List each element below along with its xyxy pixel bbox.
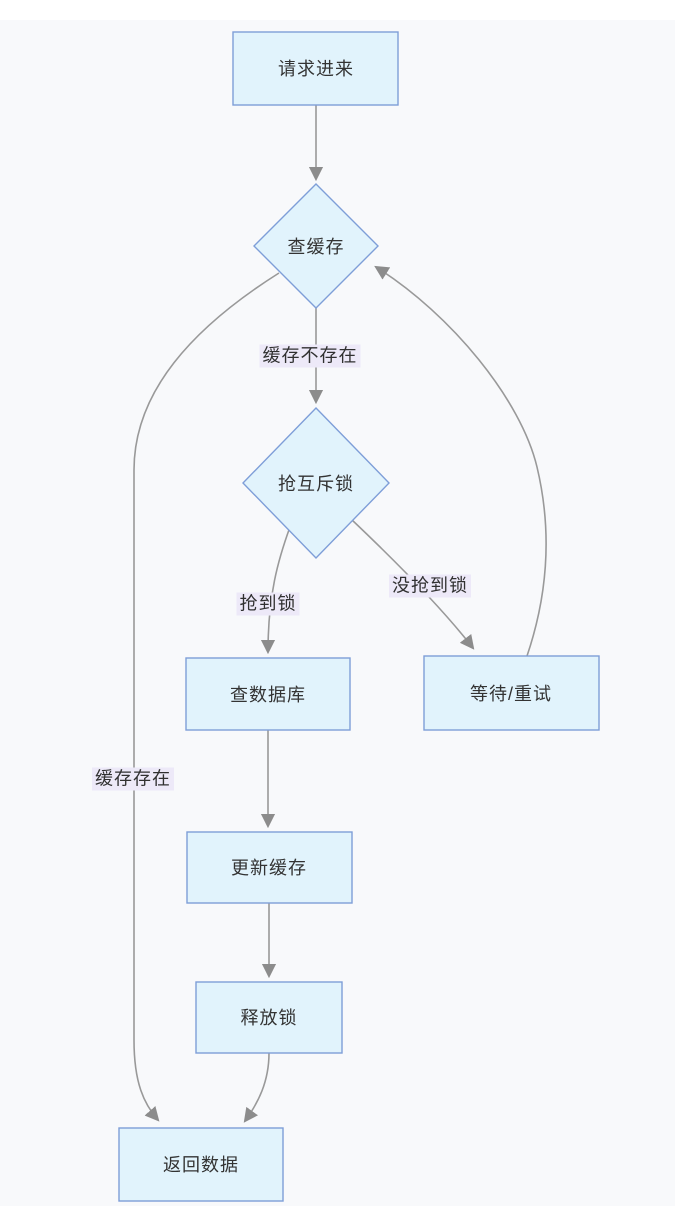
edge-label-lock-not-acquired: 没抢到锁 bbox=[389, 574, 471, 598]
node-return-data-shape bbox=[118, 1127, 284, 1202]
edge-label-cache-miss: 缓存不存在 bbox=[259, 344, 361, 368]
node-wait-retry-shape bbox=[423, 655, 600, 731]
node-update-cache-shape bbox=[186, 831, 353, 904]
node-label-query-db: 查数据库 bbox=[230, 685, 306, 705]
edge-release-lock-to-return-data bbox=[243, 1052, 270, 1123]
node-label-acquire-lock: 抢互斥锁 bbox=[278, 474, 354, 494]
node-label-release-lock: 释放锁 bbox=[240, 1008, 298, 1028]
node-query-db-shape bbox=[185, 657, 351, 731]
node-label-start: 请求进来 bbox=[278, 59, 354, 79]
edge-label-cache-hit: 缓存存在 bbox=[92, 767, 174, 791]
node-acquire-lock-shape bbox=[242, 406, 390, 560]
node-label-check-cache: 查缓存 bbox=[287, 237, 345, 257]
node-start-shape bbox=[232, 31, 399, 106]
node-release-lock-shape bbox=[195, 981, 343, 1054]
node-label-update-cache: 更新缓存 bbox=[231, 858, 307, 878]
edge-wait-retry-to-check-cache bbox=[374, 265, 547, 657]
node-check-cache-shape bbox=[253, 183, 379, 309]
node-label-return-data: 返回数据 bbox=[163, 1155, 239, 1175]
node-label-wait-retry: 等待/重试 bbox=[469, 684, 553, 704]
edge-acquire-lock-to-query-db bbox=[260, 526, 291, 655]
edge-check-cache-to-return-data bbox=[133, 272, 280, 1122]
edge-label-lock-acquired: 抢到锁 bbox=[236, 592, 300, 616]
